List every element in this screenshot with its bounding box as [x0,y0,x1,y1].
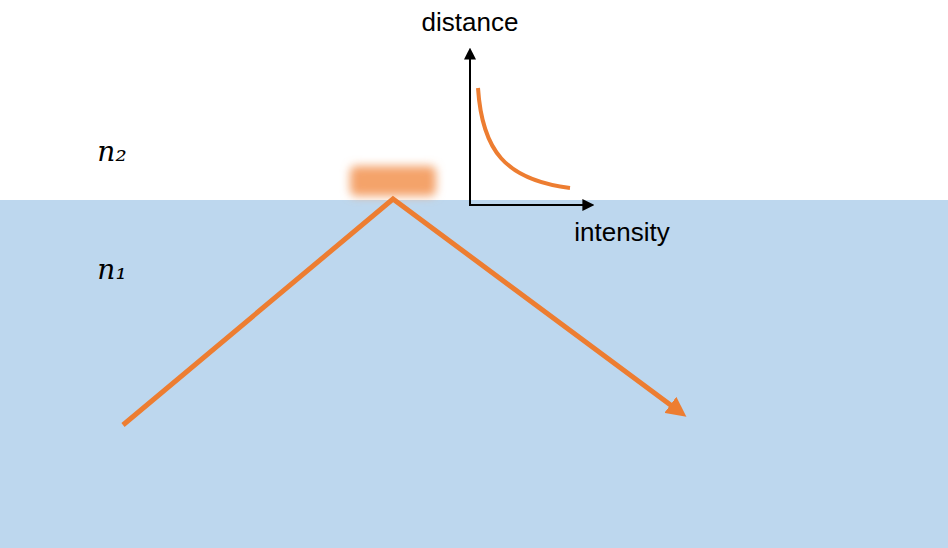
dense-medium [0,200,948,548]
intensity-axis [469,204,592,206]
axis-label: distance [422,8,519,37]
decay-curve [478,88,570,188]
distance-axis [469,50,471,205]
index-label: n₁ [97,255,126,286]
axis-label: intensity [574,218,669,247]
index-label: n₂ [97,137,126,168]
light-ray [123,199,680,425]
evanescent-glow [350,166,436,196]
